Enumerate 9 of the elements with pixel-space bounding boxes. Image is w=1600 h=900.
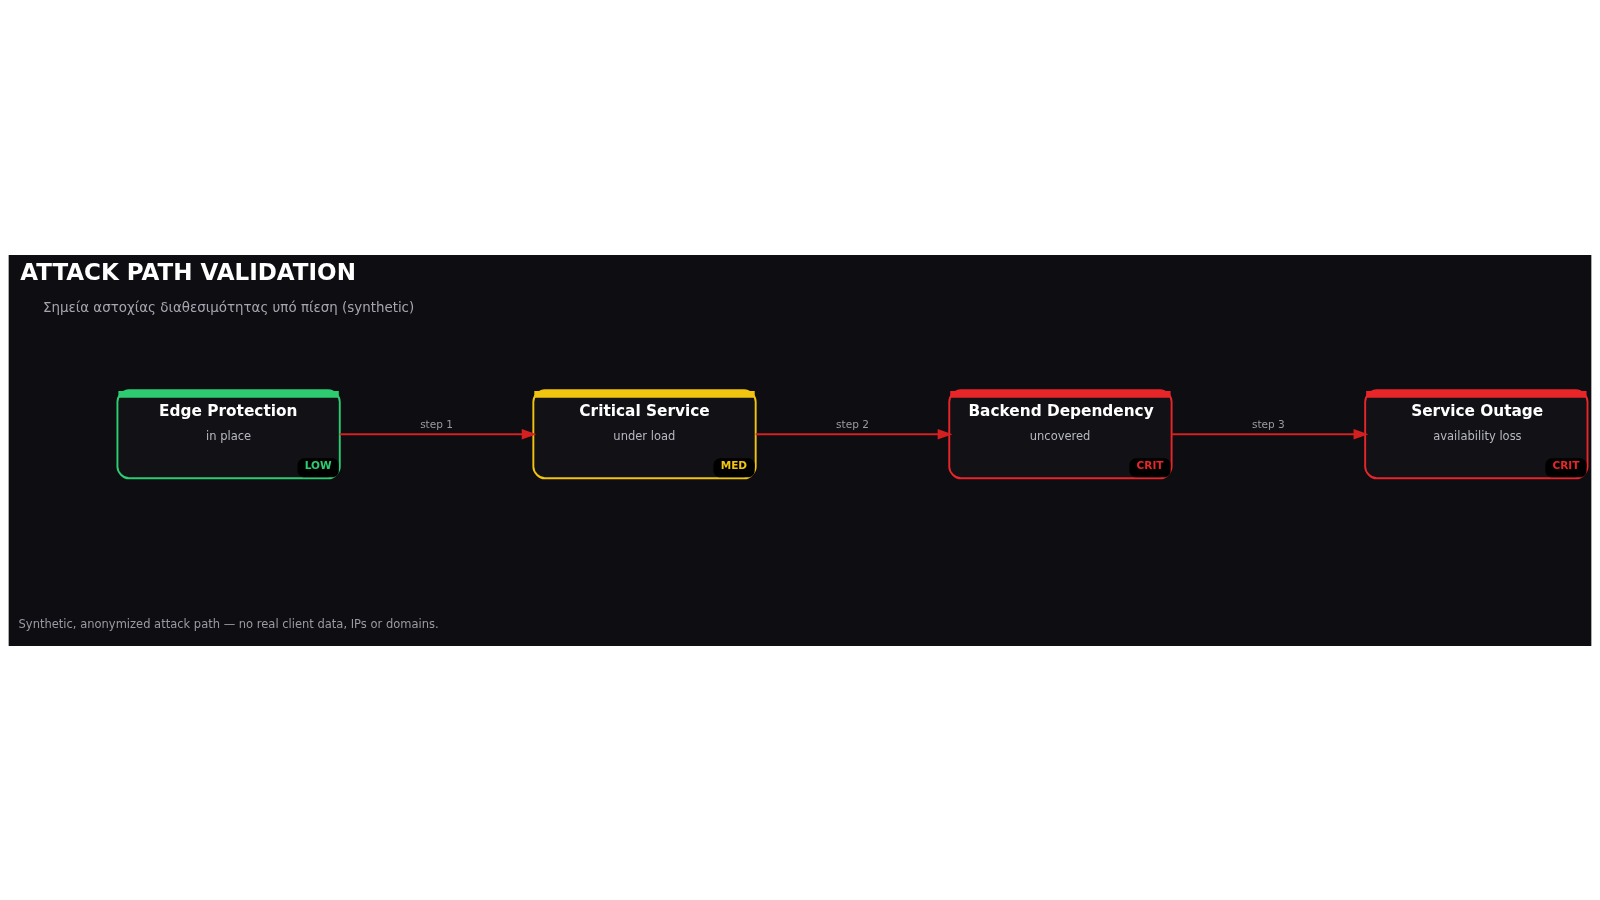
arrow (1171, 428, 1369, 439)
edge-label: step 2 (836, 417, 869, 430)
arrow (755, 428, 953, 439)
arrow (339, 428, 537, 439)
edge-label: step 3 (1251, 417, 1285, 430)
label: Σημεία αστοχίας διαθεσιμότητας υπό πίεση (synthetic) (42, 299, 415, 315)
diagram-title: ATTACK PATH VALIDATION (20, 258, 356, 285)
caption: Synthetic, anonymized attack path — no real client data, IPs or domains. (18, 616, 439, 631)
edge-label: step 1 (420, 417, 453, 430)
